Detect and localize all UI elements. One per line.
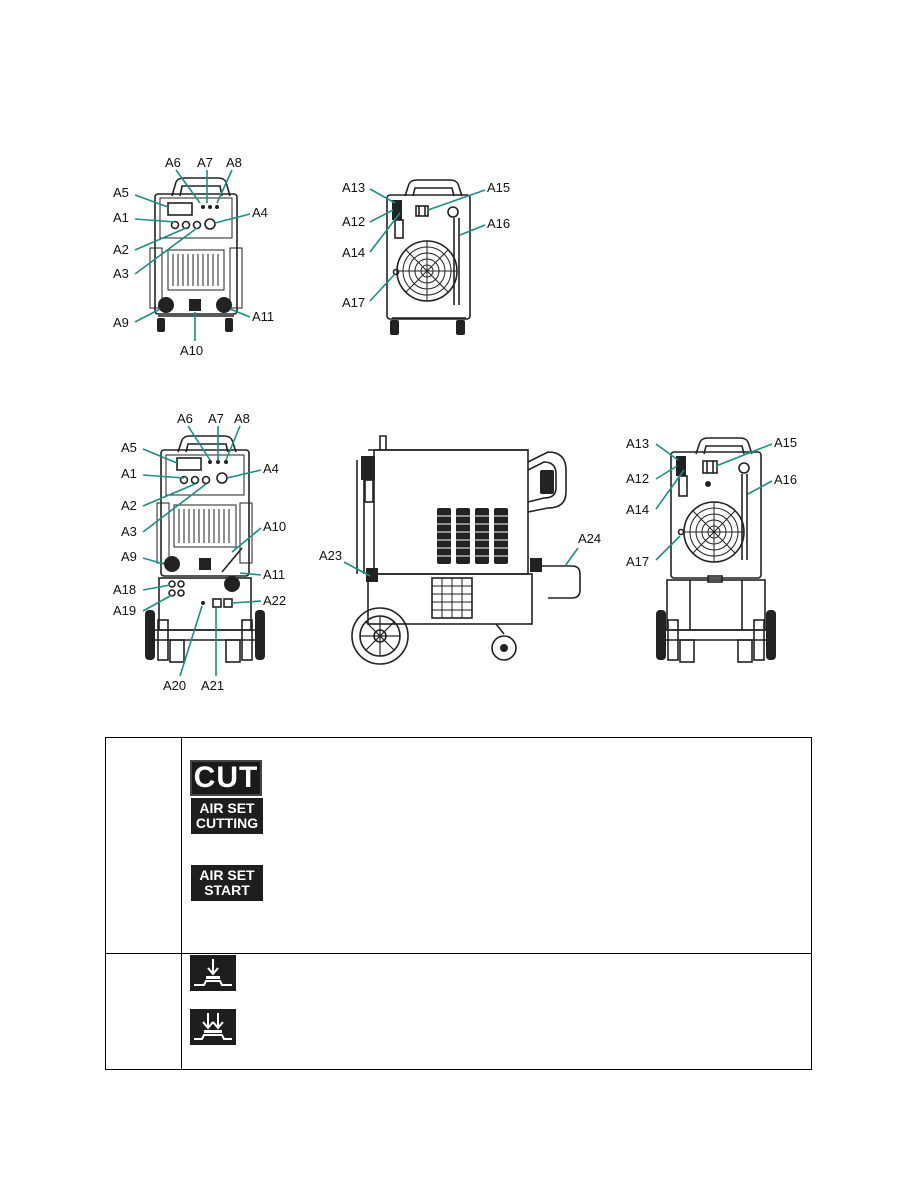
label-a4: A4 xyxy=(252,205,268,220)
label-a24: A24 xyxy=(578,531,601,546)
figure-rear-cart xyxy=(656,437,776,663)
label-a6: A6 xyxy=(165,155,181,170)
figure-front-small xyxy=(149,177,243,332)
label-a17: A17 xyxy=(342,295,365,310)
label-a23: A23 xyxy=(319,548,342,563)
label-a13: A13 xyxy=(342,180,365,195)
label-a11: A11 xyxy=(263,567,285,582)
label-a15: A15 xyxy=(487,180,510,195)
icon-table: CUT AIR SET CUTTING AIR SET START xyxy=(105,737,812,1070)
label-a11: A11 xyxy=(252,309,274,324)
label-a8: A8 xyxy=(234,411,250,426)
label-a22: A22 xyxy=(263,593,286,608)
label-a5: A5 xyxy=(121,440,137,455)
label-a15: A15 xyxy=(774,435,797,450)
label-a16: A16 xyxy=(487,216,510,231)
figure-front-cart xyxy=(145,435,265,663)
label-a4: A4 xyxy=(263,461,279,476)
label-a6: A6 xyxy=(177,411,193,426)
table-divider-vertical xyxy=(181,738,182,1069)
label-a10: A10 xyxy=(263,519,286,534)
label-a12: A12 xyxy=(342,214,365,229)
label-a21: A21 xyxy=(201,678,224,693)
label-a3: A3 xyxy=(121,524,137,539)
air-set-start-icon: AIR SET START xyxy=(191,865,263,901)
label-a9: A9 xyxy=(113,315,129,330)
label-a2: A2 xyxy=(113,242,129,257)
label-a20: A20 xyxy=(163,678,186,693)
label-a17: A17 xyxy=(626,554,649,569)
label-a5: A5 xyxy=(113,185,129,200)
label-a19: A19 xyxy=(113,603,136,618)
label-a18: A18 xyxy=(113,582,136,597)
label-a14: A14 xyxy=(626,502,649,517)
label-a10: A10 xyxy=(180,343,203,358)
label-a7: A7 xyxy=(208,411,224,426)
figure-side-cart xyxy=(351,435,581,665)
label-a1: A1 xyxy=(113,210,129,225)
label-a3: A3 xyxy=(113,266,129,281)
label-a16: A16 xyxy=(774,472,797,487)
table-divider-horizontal xyxy=(106,953,811,954)
cut-mode-icon: CUT xyxy=(190,760,262,796)
label-a9: A9 xyxy=(121,549,137,564)
label-a7: A7 xyxy=(197,155,213,170)
air-set-cutting-icon: AIR SET CUTTING xyxy=(191,798,263,834)
label-a14: A14 xyxy=(342,245,365,260)
label-a12: A12 xyxy=(626,471,649,486)
figure-rear-small xyxy=(386,179,471,335)
double-arrow-press-icon xyxy=(190,1009,236,1045)
single-arrow-press-icon xyxy=(190,955,236,991)
label-a8: A8 xyxy=(226,155,242,170)
label-a13: A13 xyxy=(626,436,649,451)
label-a2: A2 xyxy=(121,498,137,513)
label-a1: A1 xyxy=(121,466,137,481)
